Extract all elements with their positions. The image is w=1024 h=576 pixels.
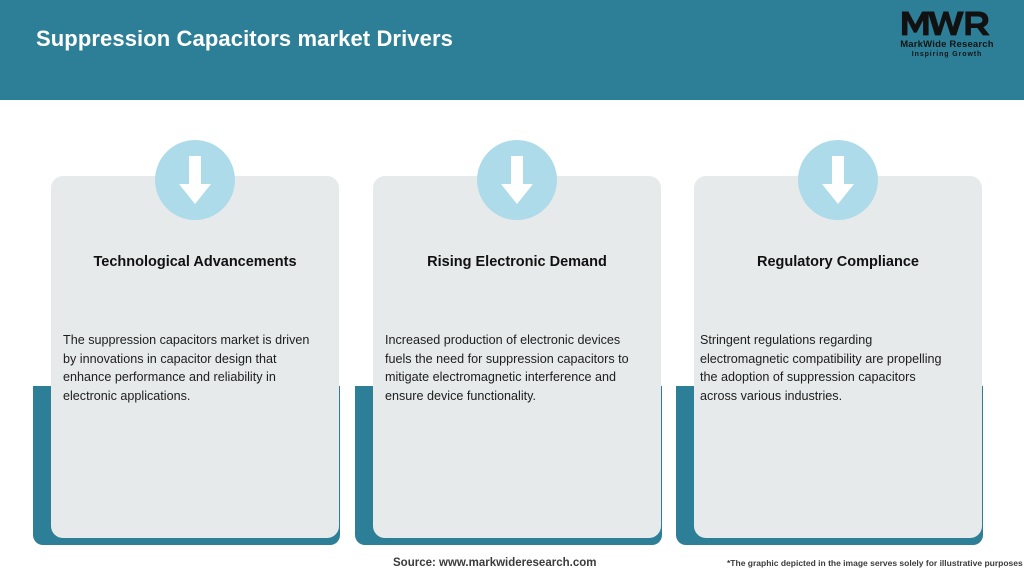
card-title-3: Regulatory Compliance [757, 254, 919, 270]
card-badge-3 [798, 140, 878, 220]
card-body-2: Increased production of electronic devic… [385, 333, 629, 403]
card-badge-1 [155, 140, 235, 220]
logo-tagline: Inspiring Growth [911, 51, 983, 58]
card-body-1: The suppression capacitors market is dri… [63, 333, 310, 403]
header-bar [0, 0, 1024, 100]
logo-company-name: MarkWide Research [900, 39, 994, 50]
down-arrow-icon [501, 156, 533, 204]
card-panel-3[interactable] [694, 176, 982, 538]
mwr-logo-icon [901, 11, 990, 36]
card-body-3: Stringent regulations regarding electrom… [700, 333, 942, 403]
brand-logo: MarkWide Research Inspiring Growth [888, 8, 1006, 68]
card-title-2: Rising Electronic Demand [427, 254, 607, 270]
down-arrow-icon [822, 156, 854, 204]
disclaimer-label: *The graphic depicted in the image serve… [727, 558, 1023, 568]
card-panel-1[interactable] [51, 176, 339, 538]
page-title: Suppression Capacitors market Drivers [36, 26, 453, 51]
down-arrow-icon [179, 156, 211, 204]
source-label: Source: www.markwideresearch.com [393, 557, 597, 569]
card-panel-2[interactable] [373, 176, 661, 538]
card-title-1: Technological Advancements [93, 254, 297, 270]
card-badge-2 [477, 140, 557, 220]
